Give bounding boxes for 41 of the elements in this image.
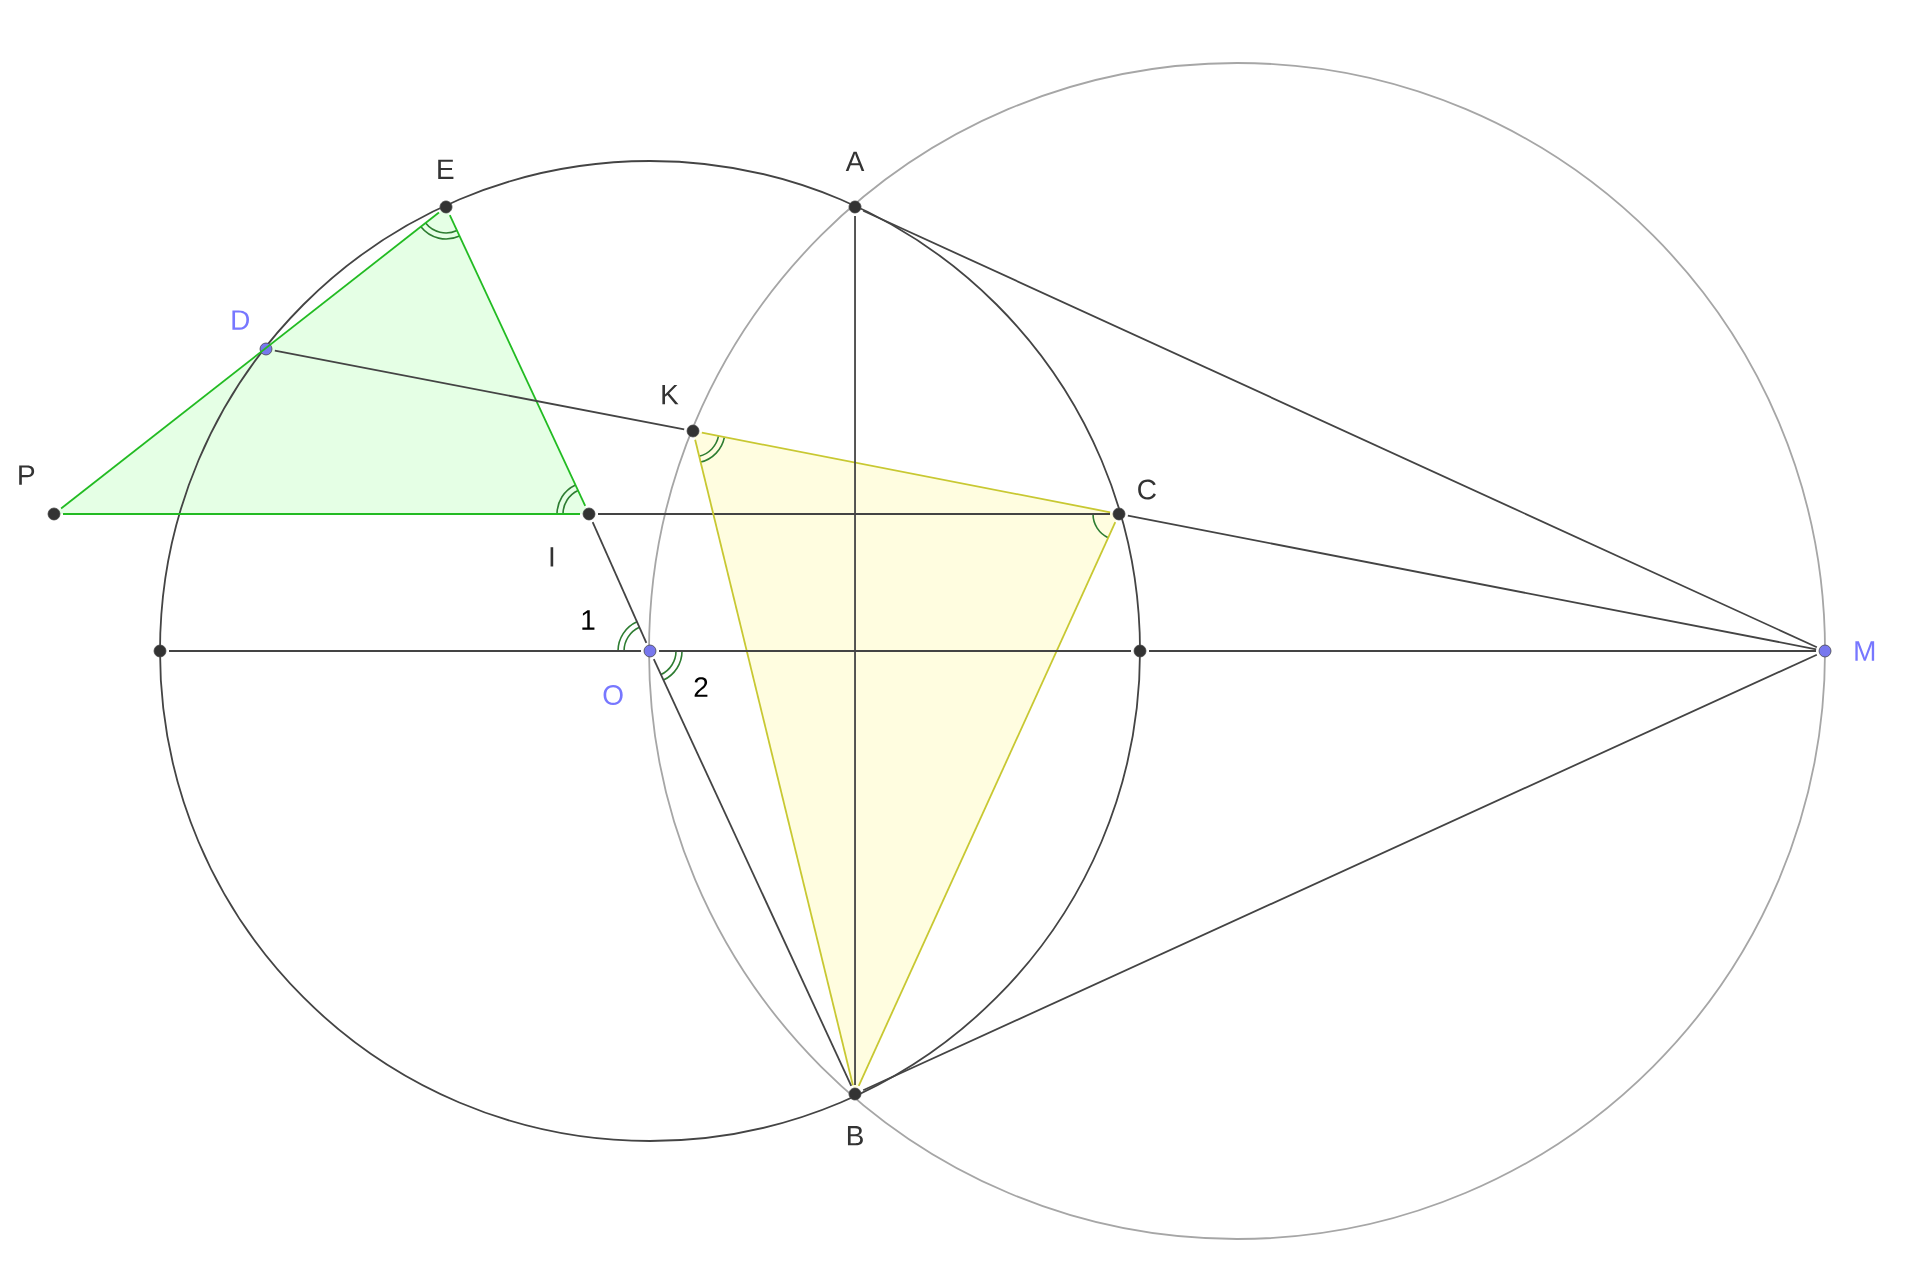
angle-label: 1 <box>582 610 595 630</box>
point <box>1133 644 1147 658</box>
node-label: K <box>662 384 679 405</box>
point: P <box>19 465 61 521</box>
segment <box>700 431 1112 514</box>
segment <box>448 214 587 507</box>
point: M <box>1818 641 1875 661</box>
node-label: A <box>845 151 865 171</box>
node-label: B <box>847 1126 863 1146</box>
point: O <box>603 644 657 705</box>
node-label: O <box>603 685 623 705</box>
segment <box>1148 650 1817 652</box>
node-label: M <box>1855 641 1875 661</box>
point: K <box>662 384 700 438</box>
node-label: D <box>232 310 249 330</box>
point: A <box>845 151 865 214</box>
point: C <box>1112 479 1156 521</box>
node-label: C <box>1138 479 1156 500</box>
node-label: E <box>438 159 454 179</box>
segment <box>862 209 1818 649</box>
segment <box>652 658 853 1087</box>
node-label: I <box>550 547 554 567</box>
segment <box>597 513 1111 515</box>
point: I <box>550 507 596 567</box>
point: B <box>847 1087 863 1146</box>
segment <box>694 438 854 1087</box>
point: D <box>232 310 273 356</box>
segment <box>862 653 1818 1092</box>
segment <box>857 521 1117 1087</box>
angle-label: 2 <box>694 677 708 697</box>
segment <box>62 513 581 515</box>
point: E <box>438 159 454 214</box>
segment <box>60 211 440 510</box>
point <box>153 644 167 658</box>
segment <box>168 650 642 652</box>
segment <box>658 650 1132 652</box>
node-label: P <box>19 465 35 485</box>
segment <box>591 521 648 644</box>
segment <box>1126 514 1818 651</box>
segment <box>273 349 686 431</box>
segment <box>854 215 856 1086</box>
